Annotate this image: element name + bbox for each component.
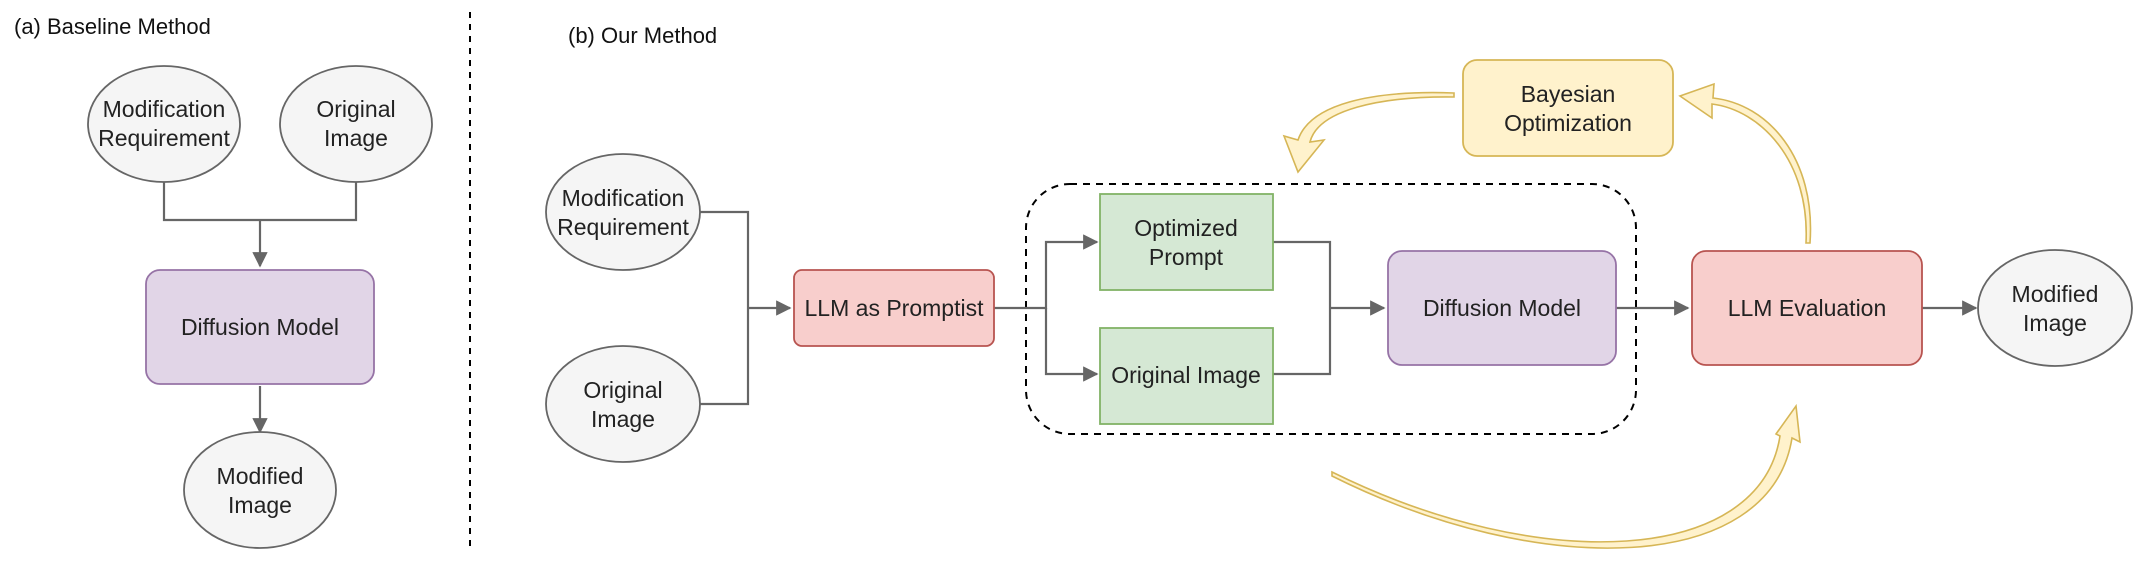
original-image-label-1: Original	[583, 377, 662, 403]
llm-promptist-node: LLM as Promptist	[793, 269, 995, 347]
our-method-edges	[700, 210, 1978, 406]
baseline-modified-label-1: Modified	[217, 463, 304, 489]
our-method-panel-title: (b) Our Method	[568, 23, 717, 48]
feedback-arrow-to-bayesian	[1678, 82, 1812, 244]
original-image-input-node: Original Image	[545, 345, 701, 463]
modified-image-output-node: Modified Image	[1977, 249, 2133, 367]
diffusion-model-label: Diffusion Model	[1423, 295, 1581, 321]
edge-optimized-prompt-to-merge	[1273, 240, 1332, 308]
feedback-arrow-to-prompt-group	[1282, 91, 1455, 174]
baseline-edges	[162, 180, 358, 434]
edge-promptist-to-optimized-prompt	[994, 234, 1099, 310]
bayesian-optimization-label-2: Optimization	[1504, 110, 1632, 136]
edge-original-to-merge	[700, 308, 750, 406]
baseline-diffusion-label: Diffusion Model	[181, 314, 339, 340]
baseline-modified-oval	[183, 431, 337, 549]
baseline-modified-label-2: Image	[228, 492, 292, 518]
original-image-box-label: Original Image	[1111, 362, 1261, 388]
edge-original-image-to-merge	[1273, 308, 1332, 376]
diffusion-model-box	[1387, 250, 1617, 366]
edge-promptist-to-original-image	[1044, 308, 1099, 382]
modified-image-label-1: Modified	[2012, 281, 2099, 307]
modified-image-label-2: Image	[2023, 310, 2087, 336]
original-image-box-node: Original Image	[1099, 327, 1274, 425]
baseline-original-label-2: Image	[324, 125, 388, 151]
llm-evaluation-box	[1691, 250, 1923, 366]
llm-promptist-label: LLM as Promptist	[805, 295, 985, 321]
optimized-prompt-node: Optimized Prompt	[1099, 193, 1274, 291]
original-image-box	[1099, 327, 1274, 425]
baseline-modified-image-node: Modified Image	[183, 431, 337, 549]
baseline-original-label-1: Original	[316, 96, 395, 122]
requirement-label-2: Requirement	[557, 214, 689, 240]
requirement-oval	[545, 153, 701, 271]
edge-requirement-to-merge	[700, 210, 750, 308]
llm-evaluation-label: LLM Evaluation	[1728, 295, 1887, 321]
bayesian-optimization-node: Bayesian Optimization	[1462, 59, 1674, 157]
baseline-requirement-label-1: Modification	[103, 96, 226, 122]
baseline-requirement-label-2: Requirement	[98, 125, 230, 151]
baseline-edge-original	[260, 180, 358, 222]
optimized-prompt-label-1: Optimized	[1134, 215, 1238, 241]
prompt-image-group	[1025, 183, 1637, 435]
baseline-requirement-oval	[87, 65, 241, 183]
baseline-diffusion-model-node: Diffusion Model	[145, 269, 375, 385]
baseline-original-oval	[279, 65, 433, 183]
llm-evaluation-node: LLM Evaluation	[1691, 250, 1923, 366]
bayesian-optimization-label-1: Bayesian	[1521, 81, 1616, 107]
llm-promptist-box	[793, 269, 995, 347]
baseline-diffusion-box	[145, 269, 375, 385]
baseline-modification-requirement-node: Modification Requirement	[87, 65, 241, 183]
modification-requirement-node: Modification Requirement	[545, 153, 701, 271]
optimized-prompt-box	[1099, 193, 1274, 291]
original-image-oval	[545, 345, 701, 463]
original-image-label-2: Image	[591, 406, 655, 432]
baseline-edge-requirement	[162, 180, 260, 222]
requirement-label-1: Modification	[562, 185, 685, 211]
feedback-arrow-to-evaluation	[1331, 403, 1801, 549]
baseline-original-image-node: Original Image	[279, 65, 433, 183]
modified-image-oval	[1977, 249, 2133, 367]
optimized-prompt-label-2: Prompt	[1149, 244, 1224, 270]
baseline-panel-title: (a) Baseline Method	[14, 14, 211, 39]
diffusion-model-node: Diffusion Model	[1387, 250, 1617, 366]
bayesian-optimization-box	[1462, 59, 1674, 157]
